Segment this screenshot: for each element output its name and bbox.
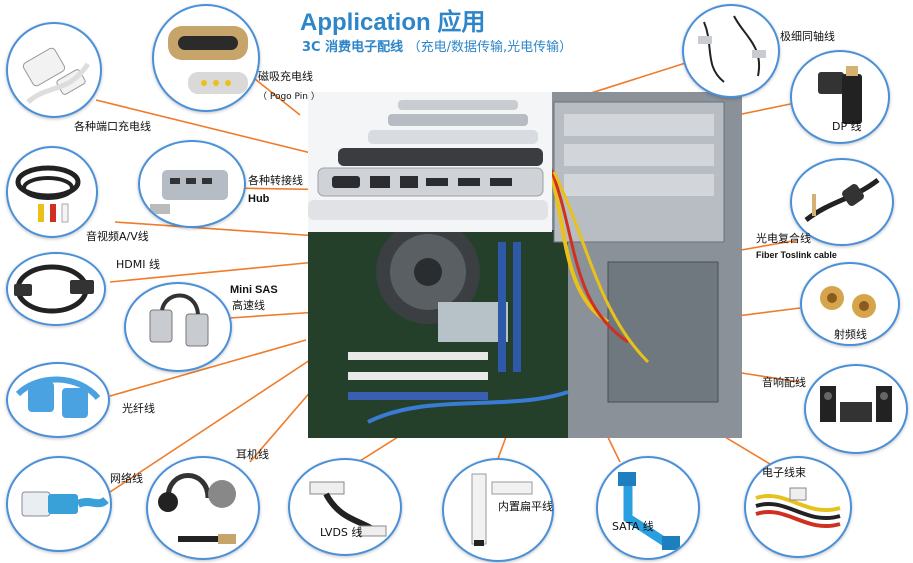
fiber-cable-icon (6, 362, 110, 438)
network-cable-icon (6, 456, 112, 552)
subtitle-detail: （充电/数据传输,光电传输） (407, 40, 573, 55)
av-cable-icon (6, 146, 98, 238)
computer-illustration (308, 92, 742, 438)
label-network-cable: 网络线 (110, 472, 143, 485)
sata-cable-icon (596, 456, 700, 560)
label-fiber-toslink-cn: 光电复合线 (756, 232, 811, 245)
label-audio-cable: 音响配线 (762, 376, 806, 389)
rf-cable-icon (800, 262, 900, 346)
wire-harness-icon (744, 456, 852, 558)
label-fiber-toslink-en: Fiber Toslink cable (756, 250, 837, 260)
label-av-cable: 音视频A/V线 (86, 230, 149, 243)
label-earphone-cable: 耳机线 (236, 448, 269, 461)
usb-charging-cable-icon (6, 22, 102, 118)
page-subtitle: 3C 消费电子配线 （充电/数据传输,光电传输） (302, 36, 572, 55)
label-wire-harness: 电子线束 (762, 466, 806, 479)
label-high-speed: 高速线 (232, 299, 265, 312)
label-hub: Hub (248, 193, 270, 205)
label-mini-sas: Mini SAS (230, 284, 278, 296)
label-dp-cable: DP 线 (832, 120, 862, 133)
label-magnetic-cable: 磁吸充电线 (258, 70, 313, 83)
dp-cable-icon (790, 50, 890, 144)
label-fiber-cable: 光纤线 (122, 402, 155, 415)
label-adapter-cable: 各种转接线 (248, 174, 303, 187)
label-pogo-pin: （ Pogo Pin ） (258, 92, 320, 102)
label-rf-cable: 射频线 (834, 328, 867, 341)
label-coax-cable: 极细同轴线 (780, 30, 835, 43)
coax-cable-icon (682, 4, 780, 98)
mini-sas-cable-icon (124, 282, 232, 372)
subtitle-main: 3C 消费电子配线 (302, 40, 404, 55)
label-ffc-cable: 内置扁平线 (498, 500, 553, 513)
label-sata-cable: SATA 线 (612, 520, 654, 533)
ffc-cable-icon (442, 458, 554, 562)
page-title: Application 应用 (300, 9, 486, 36)
hdmi-cable-icon (6, 252, 106, 326)
toslink-cable-icon (790, 158, 894, 246)
label-lvds-cable: LVDS 线 (320, 526, 363, 539)
earphone-cable-icon (146, 456, 260, 560)
hub-adapter-icon (138, 140, 246, 228)
label-hdmi-cable: HDMI 线 (116, 258, 160, 271)
audio-system-icon (804, 364, 908, 454)
label-charging-cable: 各种端口充电线 (74, 120, 151, 133)
lvds-cable-icon (288, 458, 402, 556)
magnetic-charging-cable-icon (152, 4, 260, 112)
